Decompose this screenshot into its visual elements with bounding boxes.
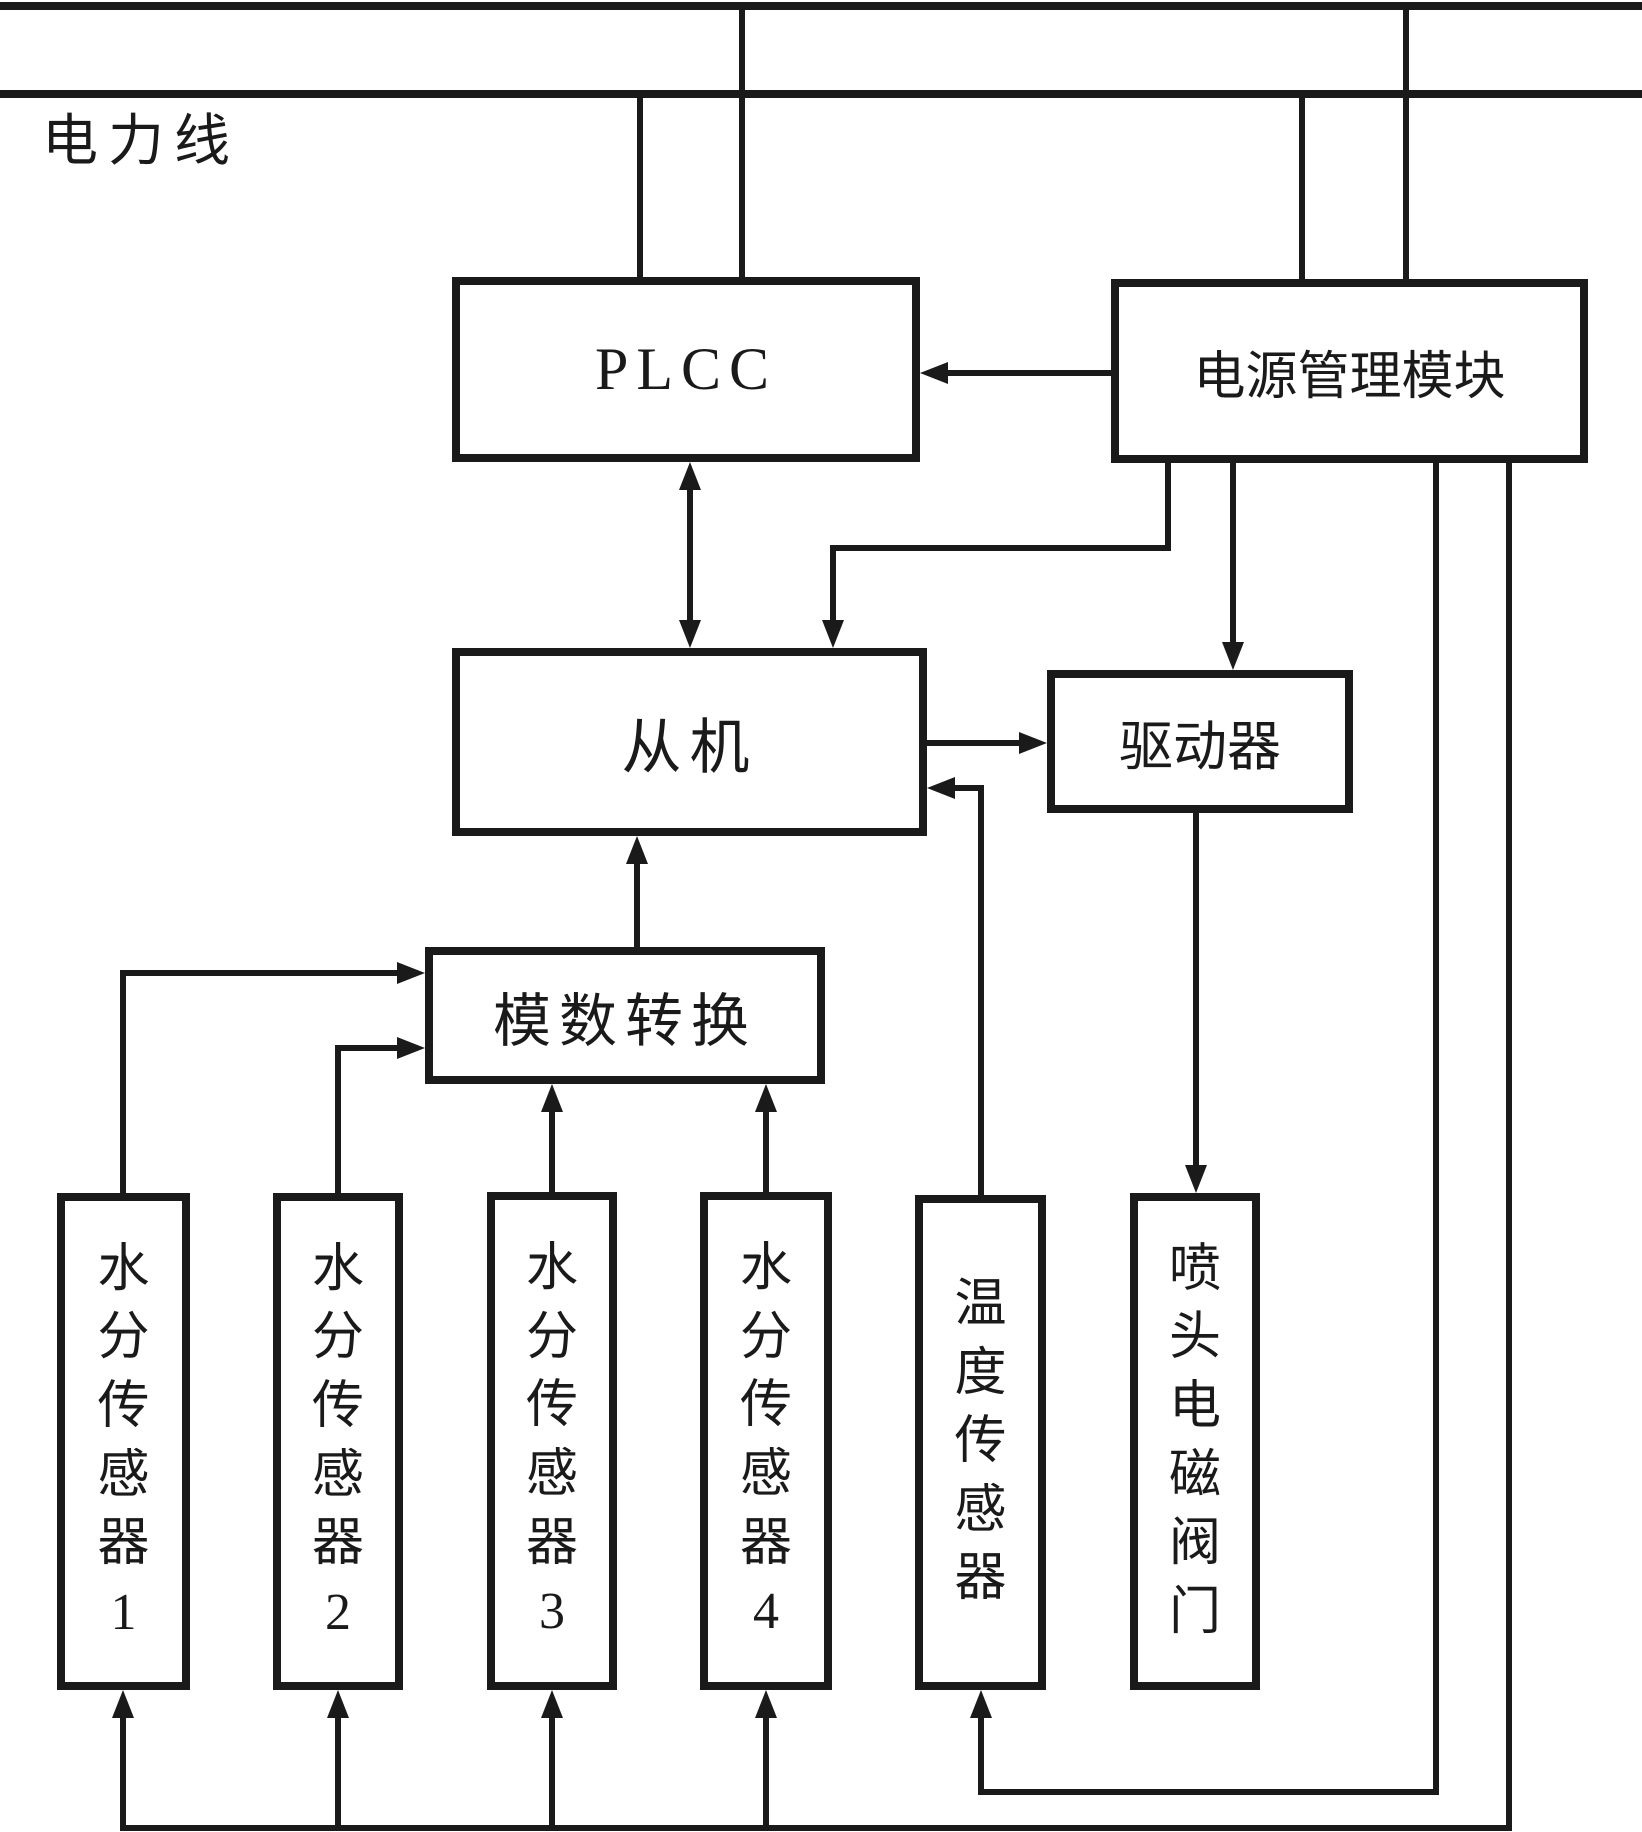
arrowhead-into-driver-left	[1019, 732, 1047, 754]
conn-power-mgmt-to-driver	[1230, 463, 1236, 644]
arrowhead-into-sensor1-bottom	[112, 1690, 134, 1718]
power-mgmt-label: 电源管理模块	[1193, 348, 1506, 406]
power-line-label: 电力线	[42, 111, 240, 173]
conn-sensor3-to-adc	[549, 1108, 555, 1192]
temp-sensor-label: 温度传感器	[954, 1275, 1007, 1608]
arrowhead-sensor2-into-adc	[397, 1037, 425, 1059]
conn-power-mgmt-to-plcc	[944, 370, 1111, 376]
driver-label: 驱动器	[1119, 717, 1281, 777]
feed1-power-mgmt-down	[1433, 463, 1439, 1795]
temp-sensor-box: 温度传感器	[915, 1195, 1046, 1690]
power-line-2	[0, 90, 1642, 98]
conn-adc-to-slave	[634, 860, 640, 947]
conn-sensor4-to-adc	[763, 1108, 769, 1192]
power-line-1	[0, 2, 1642, 10]
bus-riser-sensor4	[763, 1714, 769, 1831]
conn-temp-sensor-to-slave-h	[951, 785, 984, 791]
drop-powerline1-to-power-mgmt	[1403, 10, 1409, 279]
conn-power-mgmt-slave-v2	[830, 545, 836, 622]
arrowhead-into-sensor4-bottom	[755, 1690, 777, 1718]
drop-powerline2-to-power-mgmt	[1299, 98, 1305, 279]
valve-label: 喷头电磁阀门	[1168, 1240, 1221, 1641]
conn-sensor1-to-adc-h	[120, 970, 401, 976]
bus-riser-sensor3	[549, 1714, 555, 1831]
conn-sensor2-to-adc-h	[335, 1045, 401, 1051]
conn-driver-to-valve	[1193, 813, 1199, 1169]
bus-riser-sensor1	[120, 1714, 126, 1831]
drop-powerline1-to-plcc	[739, 10, 745, 277]
conn-sensor2-to-adc-v	[335, 1045, 341, 1193]
conn-temp-sensor-to-slave-v	[978, 785, 984, 1195]
plcc-label: PLCC	[594, 336, 778, 402]
driver-box: 驱动器	[1047, 670, 1353, 813]
arrowhead-sensor1-into-adc	[397, 962, 425, 984]
arrowhead-into-driver-top	[1222, 642, 1244, 670]
conn-plcc-slave	[687, 482, 693, 628]
arrowhead-into-sensor3-bottom	[541, 1690, 563, 1718]
arrowhead-into-slave-top	[679, 620, 701, 648]
feed2-power-mgmt-down	[1506, 463, 1512, 1831]
arrowhead-into-slave-right	[927, 777, 955, 799]
bus-riser-sensor2	[335, 1714, 341, 1831]
conn-power-mgmt-slave-h	[830, 545, 1171, 551]
arrowhead-into-sensor2-bottom	[327, 1690, 349, 1718]
adc-box: 模数转换	[425, 947, 825, 1084]
conn-slave-to-driver	[927, 740, 1023, 746]
conn-sensor1-to-adc-v	[120, 970, 126, 1193]
feed1-riser-temp	[978, 1714, 984, 1795]
feed1-horizontal	[978, 1789, 1439, 1795]
arrowhead-sensor4-into-adc	[755, 1084, 777, 1112]
arrowhead-into-slave-bottom	[626, 836, 648, 864]
power-mgmt-box: 电源管理模块	[1111, 279, 1588, 463]
bottom-bus	[120, 1825, 1512, 1831]
arrowhead-power-mgmt-into-slave	[822, 620, 844, 648]
drop-powerline2-to-plcc	[637, 98, 643, 277]
slave-label: 从机	[621, 714, 758, 781]
arrowhead-into-plcc-bottom	[679, 462, 701, 490]
arrowhead-into-plcc	[920, 362, 948, 384]
adc-label: 模数转换	[492, 988, 757, 1054]
arrowhead-into-valve-top	[1185, 1165, 1207, 1193]
arrowhead-into-temp-sensor-bottom	[970, 1690, 992, 1718]
arrowhead-sensor3-into-adc	[541, 1084, 563, 1112]
plcc-box: PLCC	[452, 277, 920, 462]
slave-box: 从机	[452, 648, 927, 836]
valve-box: 喷头电磁阀门	[1130, 1193, 1260, 1690]
conn-power-mgmt-slave-v1	[1165, 463, 1171, 551]
